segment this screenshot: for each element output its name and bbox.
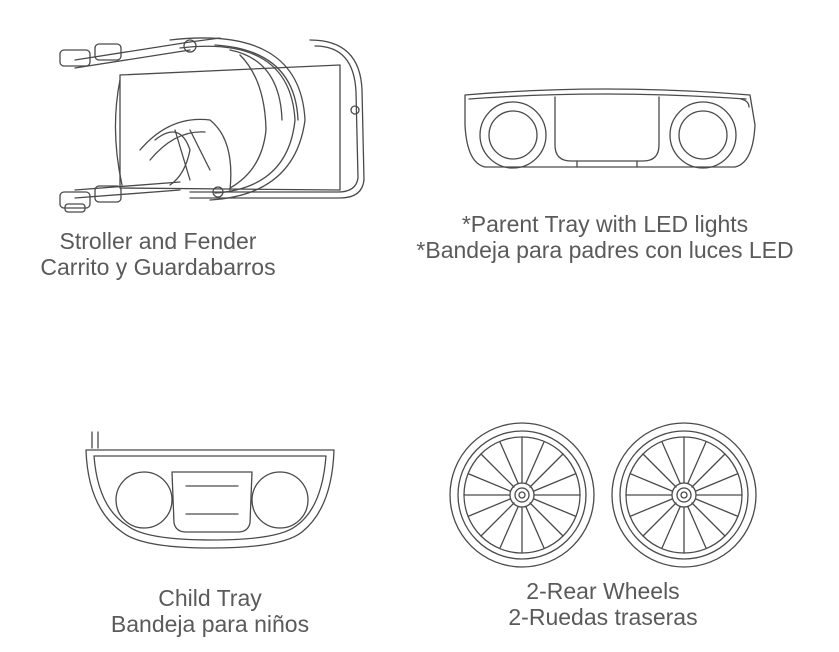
- parent-tray-illustration: [464, 88, 756, 169]
- parent-tray-label-en: *Parent Tray with LED lights: [461, 211, 749, 237]
- stroller-illustration: [59, 37, 365, 213]
- stroller-label-en: Stroller and Fender: [59, 228, 257, 254]
- rear-wheel-right: [611, 422, 757, 568]
- rear-wheels-label-es: 2-Ruedas traseras: [508, 604, 698, 630]
- rear-wheels-label-en: 2-Rear Wheels: [526, 578, 680, 604]
- stroller-label-es: Carrito y Guardabarros: [40, 254, 276, 280]
- parent-tray-label-es: *Bandeja para padres con luces LED: [416, 237, 794, 263]
- child-tray-label-es: Bandeja para niños: [110, 611, 310, 637]
- rear-wheel-left: [449, 422, 595, 568]
- child-tray-label-en: Child Tray: [158, 585, 262, 611]
- child-tray-illustration: [85, 431, 335, 549]
- rear-wheels-illustration: [449, 422, 757, 568]
